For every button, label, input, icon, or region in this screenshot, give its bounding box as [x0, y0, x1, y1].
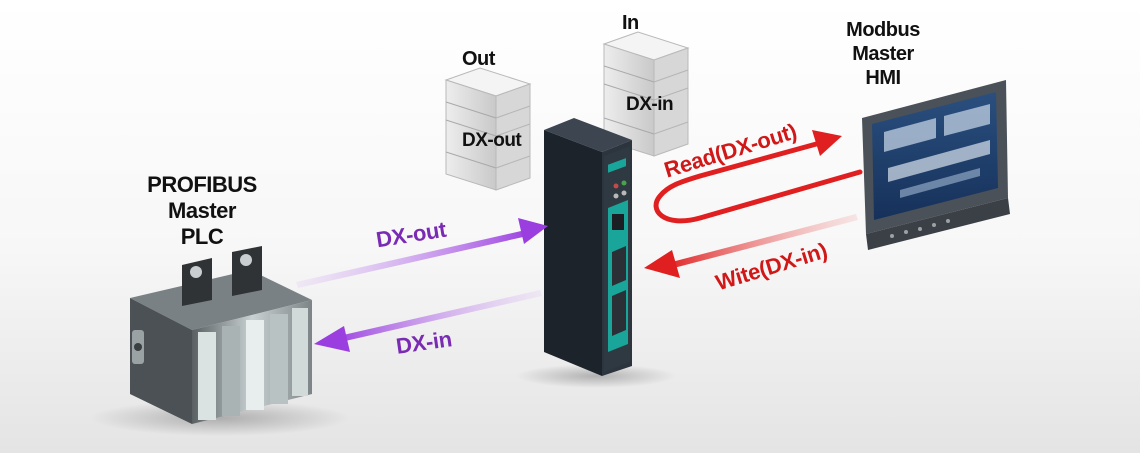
plc-label-line-3: PLC — [180, 224, 224, 249]
arrow-gateway-to-plc — [314, 290, 542, 352]
plc-icon — [90, 246, 350, 436]
out-memory-stack — [444, 67, 532, 191]
arrow-hmi-read — [653, 130, 863, 224]
arrow-hmi-write — [644, 214, 858, 278]
in-stack-title: In — [622, 12, 639, 34]
in-stack-tag: DX-in — [626, 94, 674, 115]
out-stack-title: Out — [462, 48, 495, 70]
hmi-label: Modbus Master HMI — [828, 18, 938, 90]
hmi-panel-icon — [862, 80, 1010, 250]
plc-label-line-2: Master — [168, 198, 236, 223]
out-stack-tag: DX-out — [462, 130, 522, 151]
plc-label-line-1: PROFIBUS — [147, 172, 257, 197]
hmi-label-line-2: Master — [852, 43, 914, 65]
hmi-label-line-1: Modbus — [846, 19, 920, 41]
plc-label: PROFIBUS Master PLC — [132, 172, 272, 250]
gateway-device-icon — [516, 118, 676, 388]
in-memory-stack — [602, 31, 690, 157]
hmi-label-line-3: HMI — [865, 67, 901, 89]
arrow-plc-to-gateway — [296, 218, 548, 288]
